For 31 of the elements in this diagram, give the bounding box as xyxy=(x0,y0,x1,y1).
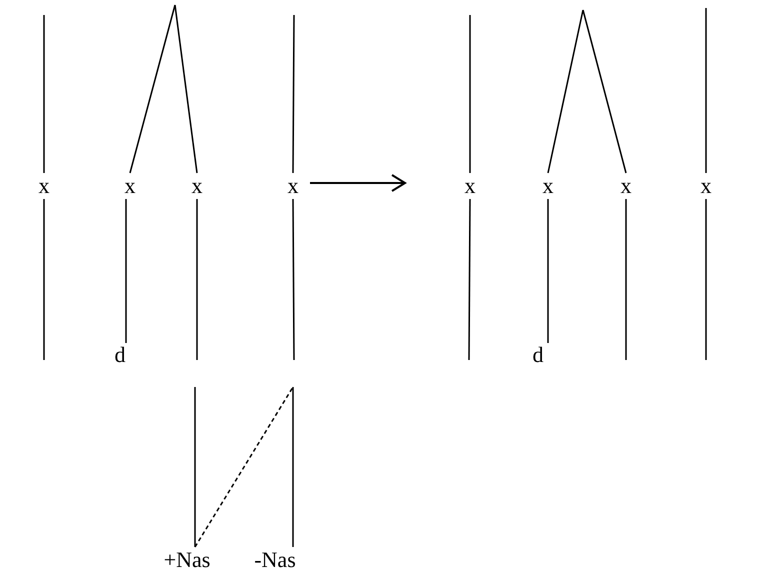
association-line xyxy=(129,4,176,174)
association-line xyxy=(196,199,198,360)
segment-label: x xyxy=(189,173,205,199)
segment-label: -Nas xyxy=(247,547,303,573)
segment-label: x xyxy=(618,173,634,199)
association-line xyxy=(582,10,627,174)
association-line xyxy=(705,199,707,360)
association-line xyxy=(174,4,198,174)
segment-label: x xyxy=(540,173,556,199)
dashed-association-line xyxy=(194,386,294,548)
association-line xyxy=(547,199,549,343)
association-line xyxy=(468,199,471,360)
association-line xyxy=(705,8,707,173)
association-line xyxy=(469,15,471,173)
association-line xyxy=(194,387,196,547)
segment-label: x xyxy=(36,173,52,199)
segment-label: d xyxy=(530,343,546,367)
segment-label: x xyxy=(285,173,301,199)
association-line xyxy=(625,199,627,360)
segment-label: d xyxy=(112,343,128,367)
association-line xyxy=(43,15,45,173)
association-line xyxy=(125,199,127,343)
segment-label: x xyxy=(462,173,478,199)
association-line xyxy=(292,15,295,173)
association-line xyxy=(292,387,294,547)
association-line xyxy=(292,199,295,360)
segment-label: x xyxy=(698,173,714,199)
association-line xyxy=(547,10,584,174)
association-line xyxy=(43,199,45,360)
segment-label: +Nas xyxy=(156,547,218,573)
segment-label: x xyxy=(122,173,138,199)
